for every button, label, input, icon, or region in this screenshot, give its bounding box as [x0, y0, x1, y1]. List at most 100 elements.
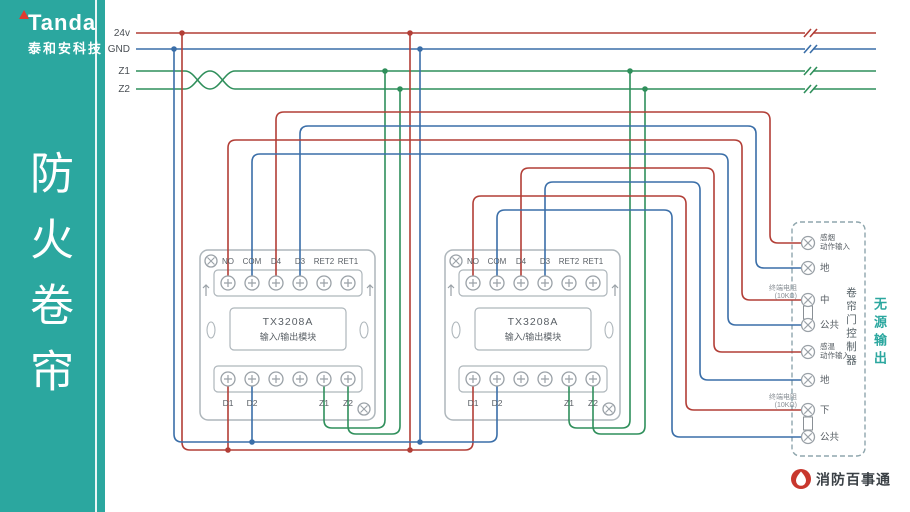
wire-m1-d4-smoke-input: [275, 111, 801, 283]
mounting-slot: [206, 321, 216, 339]
footer-logo-text: 消防百事通: [816, 472, 891, 488]
terminal-resistor: [803, 305, 813, 320]
terminal-screw-icon: [561, 371, 577, 387]
bus-label-gnd: GND: [108, 44, 130, 55]
terminal-screw-icon: [340, 275, 356, 291]
controller-terminals: 感烟 动作输入 地 中 公共 感温 动作输入 地 下 公共 终端电阻 (10KΩ…: [769, 232, 850, 445]
terminal-label: D4: [516, 257, 527, 266]
controller-terminal-label: 下: [820, 405, 830, 416]
terminal-label: NO: [467, 257, 479, 266]
module-top-strip: [213, 269, 363, 297]
controller-terminal-label: 动作输入: [820, 241, 850, 251]
terminal-label: RET1: [338, 257, 359, 266]
terminal-screw-icon: [292, 371, 308, 387]
terminal-screw-icon: [489, 275, 505, 291]
terminal-label: D1: [223, 398, 234, 408]
resistor-label: (10KΩ): [775, 402, 797, 409]
corner-screw-icon: [204, 254, 218, 268]
junction-dots: [171, 30, 648, 453]
terminal-screw-icon: [585, 275, 601, 291]
module-2-terminals: NO COM D4 D3 RET2 RET1 D1 D2 Z1 Z2: [465, 257, 604, 408]
terminal-screw-icon: [244, 275, 260, 291]
module-bottom-strip: [458, 365, 608, 393]
bus-lines: 24v GND Z1 Z2: [108, 28, 876, 95]
junction-dot: [407, 30, 413, 36]
mounting-slot: [359, 321, 369, 339]
brand-name: Tanda: [28, 10, 97, 35]
terminal-resistor: [803, 416, 813, 431]
junction-dot: [397, 86, 403, 92]
junction-dot: [627, 68, 633, 74]
junction-dot: [642, 86, 648, 92]
wire-z1-module2: [568, 71, 631, 429]
terminal-label: RET2: [314, 257, 335, 266]
controller-side-label: 卷帘门控制器: [845, 287, 857, 368]
junction-dot: [407, 447, 413, 453]
wire-z2-module1: [347, 89, 401, 435]
wire-m1-d3-ground: [299, 125, 801, 283]
bus-z1-line: [136, 70, 876, 90]
junction-dot: [179, 30, 185, 36]
controller-terminal-label: 地: [820, 262, 830, 274]
junction-dot: [225, 447, 231, 453]
page-title: 防火卷帘: [23, 150, 72, 414]
wire-gnd-feed: [173, 49, 498, 443]
junction-dot: [249, 439, 255, 445]
bus-label-z2: Z2: [118, 84, 130, 95]
module-nameplate: [474, 307, 592, 351]
passive-output-label: 无源输出: [872, 297, 887, 369]
terminal-screw-icon: [316, 275, 332, 291]
brand-subtitle: 泰和安科技: [28, 41, 104, 56]
controller-terminal-label: 公共: [820, 320, 840, 331]
junction-dot: [417, 439, 423, 445]
terminal-screw-icon: [268, 371, 284, 387]
module-nameplate: [229, 307, 347, 351]
terminal-screw-icon: [800, 317, 816, 333]
mounting-slot: [451, 321, 461, 339]
terminal-screw-icon: [800, 292, 816, 308]
resistor-label: (10KΩ): [775, 293, 797, 300]
module-name: 输入/输出模块: [505, 331, 562, 342]
terminal-label: RET2: [559, 257, 580, 266]
terminal-label: Z1: [319, 398, 329, 408]
brand-triangle-icon: [19, 10, 29, 19]
bus-label-z1: Z1: [118, 66, 130, 77]
module-model: TX3208A: [263, 316, 314, 328]
terminal-label: D3: [540, 257, 551, 266]
terminal-screw-icon: [800, 260, 816, 276]
corner-screw-icon: [602, 402, 616, 416]
terminal-screw-icon: [800, 429, 816, 445]
controller-terminal-label: 中: [820, 294, 830, 306]
module-bottom-strip: [213, 365, 363, 393]
controller-terminal-label: 地: [820, 374, 830, 386]
wire-m2-d3-ground: [544, 181, 801, 381]
wires: [171, 30, 801, 453]
terminal-screw-icon: [513, 275, 529, 291]
junction-dot: [382, 68, 388, 74]
mounting-slot: [604, 321, 614, 339]
corner-screw-icon: [357, 402, 371, 416]
wire-z2-module2: [592, 89, 646, 435]
terminal-screw-icon: [465, 275, 481, 291]
wire-m2-d4-heat-input: [520, 167, 801, 353]
terminal-screw-icon: [316, 371, 332, 387]
controller-terminal-label: 动作输入: [820, 350, 850, 360]
module-model: TX3208A: [508, 316, 559, 328]
terminal-screw-icon: [268, 275, 284, 291]
controller-terminal-label: 感温: [820, 341, 835, 351]
terminal-screw-icon: [465, 371, 481, 387]
flame-icon: [796, 471, 806, 486]
terminal-label: D2: [247, 398, 258, 408]
terminal-label: COM: [243, 257, 262, 266]
terminal-screw-icon: [800, 402, 816, 418]
terminal-screw-icon: [340, 371, 356, 387]
footer-logo: 消防百事通: [791, 469, 891, 489]
terminal-screw-icon: [561, 275, 577, 291]
terminal-screw-icon: [537, 371, 553, 387]
junction-dot: [171, 46, 177, 52]
terminal-label: D1: [468, 398, 479, 408]
terminal-screw-icon: [800, 344, 816, 360]
wire-m1-no-mid: [227, 139, 801, 301]
